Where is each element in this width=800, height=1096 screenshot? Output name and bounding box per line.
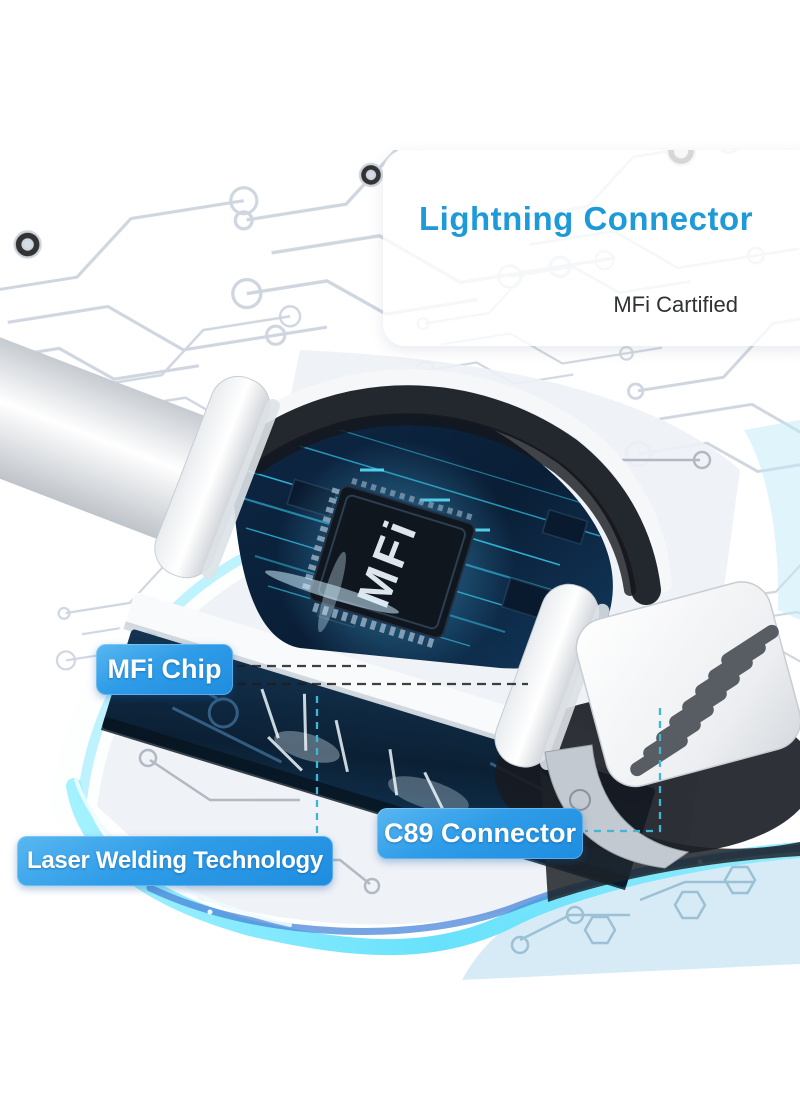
callout-card: Lightning Connector MFi Cartified <box>383 150 800 346</box>
leader-line-c89 <box>585 708 662 833</box>
connector-pins <box>630 624 779 777</box>
cable-collar <box>154 375 280 580</box>
internal-pcb: MFi <box>231 394 613 669</box>
bottom-circuit-region <box>462 850 800 980</box>
weld-scratches <box>260 688 446 813</box>
edge-glow-right <box>744 420 800 620</box>
label-pill-c89-connector: C89 Connector <box>377 808 583 859</box>
label-pill-mfi-chip: MFi Chip <box>96 644 233 695</box>
label-pill-laser-welding: Laser Welding Technology <box>17 836 333 886</box>
lightning-connector-tip <box>575 581 800 788</box>
leader-lines <box>237 664 662 834</box>
card-title: Lightning Connector <box>419 200 753 237</box>
shell-cutaway <box>234 369 672 605</box>
card-subtitle: MFi Cartified <box>613 292 738 317</box>
